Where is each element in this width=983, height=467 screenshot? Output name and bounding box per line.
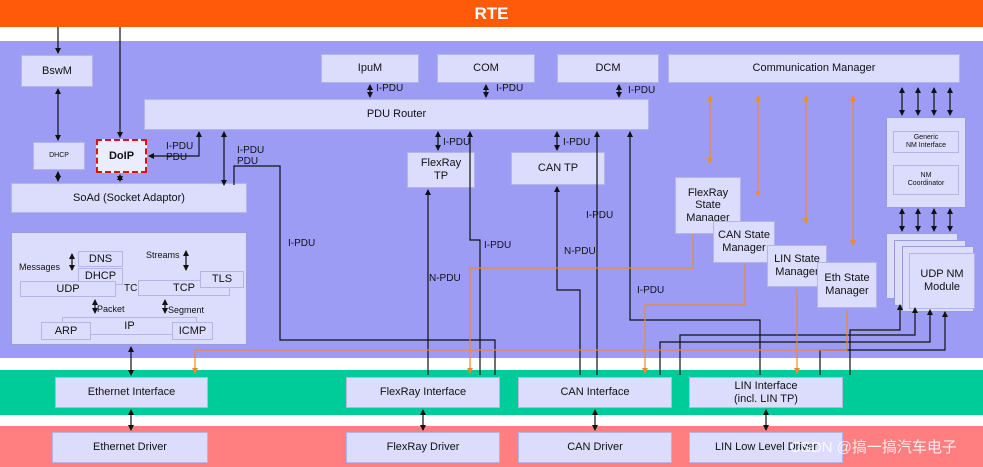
- doip-module: DoIP: [96, 139, 147, 173]
- ipdu-label-eth: I-PDU: [288, 238, 316, 249]
- pdu-label-doip: PDU: [166, 152, 188, 163]
- can-tp-module: CAN TP: [511, 152, 605, 185]
- nm-coordinator: NM Coordinator: [893, 165, 959, 195]
- can-interface: CAN Interface: [518, 377, 672, 408]
- ipdu-label-lin: I-PDU: [637, 285, 665, 296]
- flexray-driver: FlexRay Driver: [346, 432, 500, 463]
- ipdu-label-doip: I-PDU: [166, 141, 194, 152]
- ethernet-interface: Ethernet Interface: [55, 377, 208, 408]
- eth-state-manager: Eth State Manager: [817, 262, 877, 308]
- npdu-label-can: N-PDU: [564, 246, 596, 257]
- messages-label: Messages: [19, 262, 61, 272]
- dhcp-module: DHCP: [78, 268, 123, 285]
- ipdu-label-cantp: I-PDU: [563, 137, 591, 148]
- arp-module: ARP: [41, 322, 91, 340]
- flexray-interface: FlexRay Interface: [346, 377, 500, 408]
- soad-module: SoAd (Socket Adaptor): [11, 183, 247, 213]
- generic-nm-interface: Generic NM Interface: [893, 131, 959, 153]
- ipdu-label-ipdum: I-PDU: [376, 83, 404, 94]
- ipdu-label-soad: I-PDU: [237, 145, 265, 156]
- ipdu-label-can: I-PDU: [586, 210, 614, 221]
- packet-label: Packet: [97, 304, 125, 314]
- streams-label: Streams: [146, 250, 180, 260]
- udp-module: UDP: [20, 281, 116, 297]
- watermark: CSDN @搞一搞汽车电子: [790, 439, 957, 456]
- lin-interface: LIN Interface (incl. LIN TP): [689, 377, 843, 408]
- ipdu-label-com: I-PDU: [496, 83, 524, 94]
- communication-manager-module: Communication Manager: [668, 54, 960, 83]
- pdu-label-soad: PDU: [237, 156, 259, 167]
- segment-label: Segment: [168, 305, 205, 315]
- udp-nm-module: UDP NM Module: [909, 253, 975, 309]
- can-state-manager: CAN State Manager: [713, 221, 775, 263]
- rte-band: RTE: [0, 0, 983, 27]
- ipdu-label-fr: I-PDU: [484, 240, 512, 251]
- com-module: COM: [437, 54, 535, 83]
- npdu-label-fr: N-PDU: [429, 273, 461, 284]
- can-driver: CAN Driver: [518, 432, 672, 463]
- dns-module: DNS: [78, 251, 123, 267]
- bswm-module: BswM: [21, 55, 93, 87]
- tls-module: TLS: [200, 271, 244, 288]
- dcm-module: DCM: [557, 54, 659, 83]
- lin-low-level-driver: LIN Low Level Driver: [689, 432, 843, 463]
- ethernet-driver: Ethernet Driver: [52, 432, 208, 463]
- tc-fragment-label: TC: [124, 283, 138, 294]
- pdu-router-module: PDU Router: [144, 99, 649, 130]
- icmp-module: ICMP: [172, 322, 213, 340]
- ipdu-label-dcm: I-PDU: [628, 85, 656, 96]
- rte-label: RTE: [474, 3, 509, 23]
- flexray-tp-module: FlexRay TP: [407, 152, 475, 188]
- ipdu-label-frtp: I-PDU: [443, 137, 471, 148]
- dhcp-small-module: DHCP: [33, 142, 85, 170]
- ipdum-module: IpuM: [321, 54, 419, 83]
